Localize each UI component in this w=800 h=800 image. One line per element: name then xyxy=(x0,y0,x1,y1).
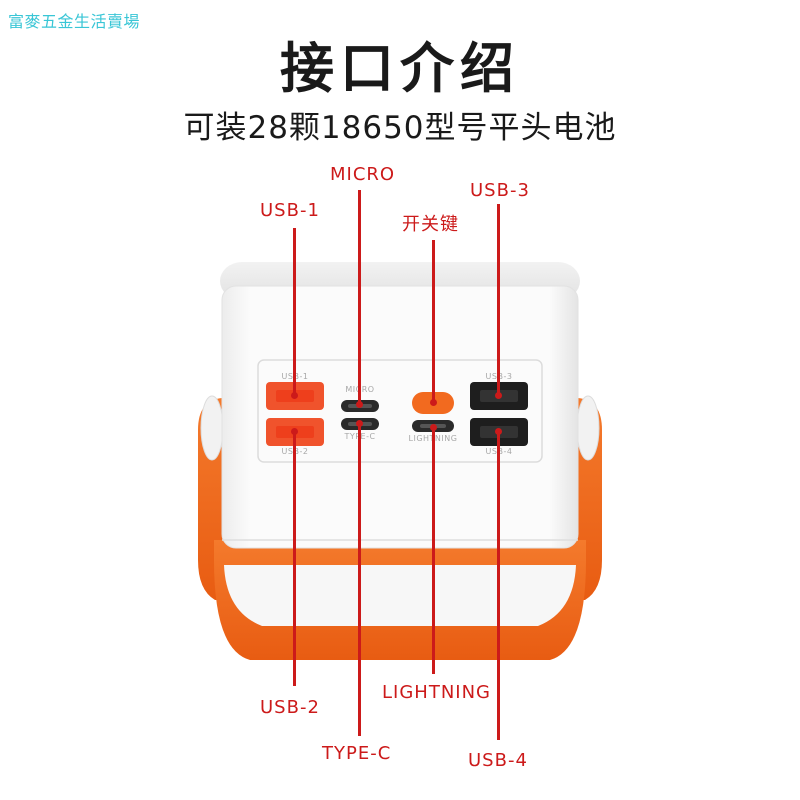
leader-lightning xyxy=(432,428,435,674)
leader-power-key xyxy=(432,240,435,403)
watermark-text: 富麥五金生活賣場 xyxy=(8,12,141,31)
leader-dot-usb4 xyxy=(495,428,502,435)
leader-usb2 xyxy=(293,432,296,686)
callout-usb1: USB-1 xyxy=(260,200,320,221)
callout-lightning: LIGHTNING xyxy=(382,682,492,703)
leader-micro xyxy=(358,190,361,405)
leader-type-c xyxy=(358,424,361,736)
callout-micro: MICRO xyxy=(330,164,396,185)
leader-dot-usb2 xyxy=(291,428,298,435)
leader-usb3 xyxy=(497,204,500,396)
leader-dot-usb1 xyxy=(291,392,298,399)
leader-dot-lightning xyxy=(430,424,437,431)
leader-usb4 xyxy=(497,432,500,740)
leader-dot-micro xyxy=(356,401,363,408)
leader-usb1 xyxy=(293,228,296,396)
page-title: 接口介绍 xyxy=(280,37,520,100)
leader-dot-usb3 xyxy=(495,392,502,399)
leader-dot-power-key xyxy=(430,399,437,406)
callout-usb4: USB-4 xyxy=(468,750,528,771)
callout-usb3: USB-3 xyxy=(470,180,530,201)
callout-usb2: USB-2 xyxy=(260,697,320,718)
leader-dot-type-c xyxy=(356,420,363,427)
callout-type-c: TYPE-C xyxy=(322,743,392,764)
page-subtitle: 可装28颗18650型号平头电池 xyxy=(183,110,617,146)
callout-power-key: 开关键 xyxy=(402,214,459,235)
